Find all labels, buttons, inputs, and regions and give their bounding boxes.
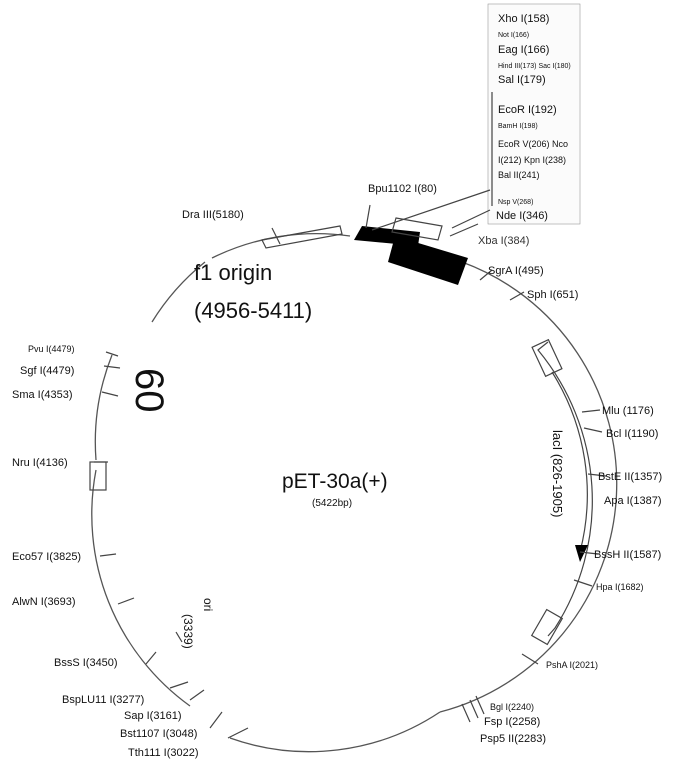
mcs-bal: Bal II(241) (498, 170, 540, 180)
mcs-hind-sac: Hind III(173) Sac I(180) (498, 63, 571, 70)
site-apa: Apa I(1387) (604, 495, 661, 507)
backbone-arc-topleft (151, 261, 206, 323)
site-fsp: Fsp I(2258) (484, 716, 540, 728)
tick-sgra (479, 269, 493, 281)
mcs-nsp: Nsp V(268) (498, 199, 533, 206)
f1-origin-range: (4956-5411) (194, 298, 312, 323)
laci-label: lacI (826-1905) (550, 430, 565, 517)
site-dra: Dra III(5180) (182, 209, 244, 221)
tick-eco57 (99, 553, 117, 557)
mcs-leader-1 (371, 189, 491, 231)
site-sma: Sma I(4353) (12, 389, 73, 401)
kan-box (89, 461, 107, 491)
tick-dra (271, 227, 281, 245)
site-bpu: Bpu1102 I(80) (368, 183, 437, 195)
backbone-arc-left-upper (94, 354, 113, 461)
backbone-arc-left-lower (91, 469, 191, 707)
mcs-not: Not I(166) (498, 32, 529, 39)
tick-bcl (583, 427, 603, 433)
site-xba: Xba I(384) (478, 235, 529, 247)
mcs-leader-3 (449, 223, 479, 237)
site-sgra: SgrA I(495) (488, 265, 544, 277)
t7-arrow-block-2 (388, 236, 468, 285)
mcs-bamh: BamH I(198) (498, 123, 538, 130)
site-bst1107: Bst1107 I(3048) (120, 728, 197, 740)
tick-bste (587, 473, 607, 477)
tick-fsp (469, 699, 479, 719)
site-psha: PshA I(2021) (546, 660, 598, 670)
site-hpa: Hpa I(1682) (596, 582, 644, 592)
tick-bsplu (169, 681, 189, 689)
mcs-leader-2 (451, 209, 491, 229)
site-bsss: BssS I(3450) (54, 657, 118, 669)
site-sgf: Sgf I(4479) (20, 365, 74, 377)
site-eco57: Eco57 I(3825) (12, 551, 81, 563)
site-pvu: Pvu I(4479) (28, 344, 75, 354)
site-sap: Sap I(3161) (124, 710, 181, 722)
tick-sma (101, 391, 119, 397)
backbone-arc-bottom (229, 711, 441, 753)
laci-box-bottom (530, 608, 564, 646)
mcs-panel (487, 3, 581, 225)
tick-bsss (145, 651, 157, 665)
site-tth: Tth111 I(3022) (128, 747, 199, 759)
laci-box (537, 341, 593, 637)
tick-alwn (117, 597, 135, 605)
site-psp5: Psp5 II(2283) (480, 733, 546, 745)
laci-line (551, 371, 588, 553)
site-sph: Sph I(651) (527, 289, 578, 301)
tick-psp5 (475, 695, 485, 715)
tick-ori (175, 631, 183, 643)
site-bsplu: BspLU11 I(3277) (62, 694, 144, 706)
site-bssh: BssH II(1587) (594, 549, 661, 561)
laci-arrowhead (575, 545, 588, 562)
tick-sph (509, 291, 525, 301)
tick-bgl (461, 703, 471, 723)
tick-psha (521, 653, 539, 665)
laci-box-top (531, 338, 563, 378)
f1-origin-box (261, 225, 343, 249)
mcs-sal: Sal I(179) (498, 74, 546, 86)
mcs-kpn: I(212) Kpn I(238) (498, 155, 566, 165)
site-bcl: Bcl I(1190) (606, 428, 658, 440)
plasmid-name: pET-30a(+) (282, 470, 388, 493)
mcs-ecor1: EcoR I(192) (498, 104, 557, 116)
backbone-arc-right (439, 261, 618, 713)
site-bste: BstE II(1357) (598, 471, 662, 483)
site-nru: Nru I(4136) (12, 457, 68, 469)
tick-mlu (581, 409, 601, 413)
mcs-ecorv: EcoR V(206) Nco (498, 139, 568, 149)
rotated-60-label: 60 (127, 368, 171, 413)
ori-label: ori (201, 598, 215, 611)
tick-tth (227, 727, 249, 739)
plasmid-size: (5422bp) (312, 498, 352, 509)
site-mlu: Mlu (1176) (602, 405, 654, 417)
f1-origin-label: f1 origin (194, 260, 272, 285)
mcs-xho: Xho I(158) (498, 13, 549, 25)
tick-hpa (573, 579, 593, 587)
site-alwn: AlwN I(3693) (12, 596, 76, 608)
mcs-nde: Nde I(346) (496, 210, 548, 222)
mcs-eag: Eag I(166) (498, 44, 549, 56)
tick-sap (189, 689, 205, 701)
site-bgl: Bgl I(2240) (490, 702, 534, 712)
tick-bssh (579, 551, 599, 555)
tick-sgf (103, 365, 121, 369)
tick-bpu (365, 204, 371, 229)
ori-range: (3339) (181, 614, 195, 649)
xba-box (391, 217, 443, 241)
tick-pvu (105, 351, 119, 357)
tick-bst1107 (209, 711, 223, 729)
